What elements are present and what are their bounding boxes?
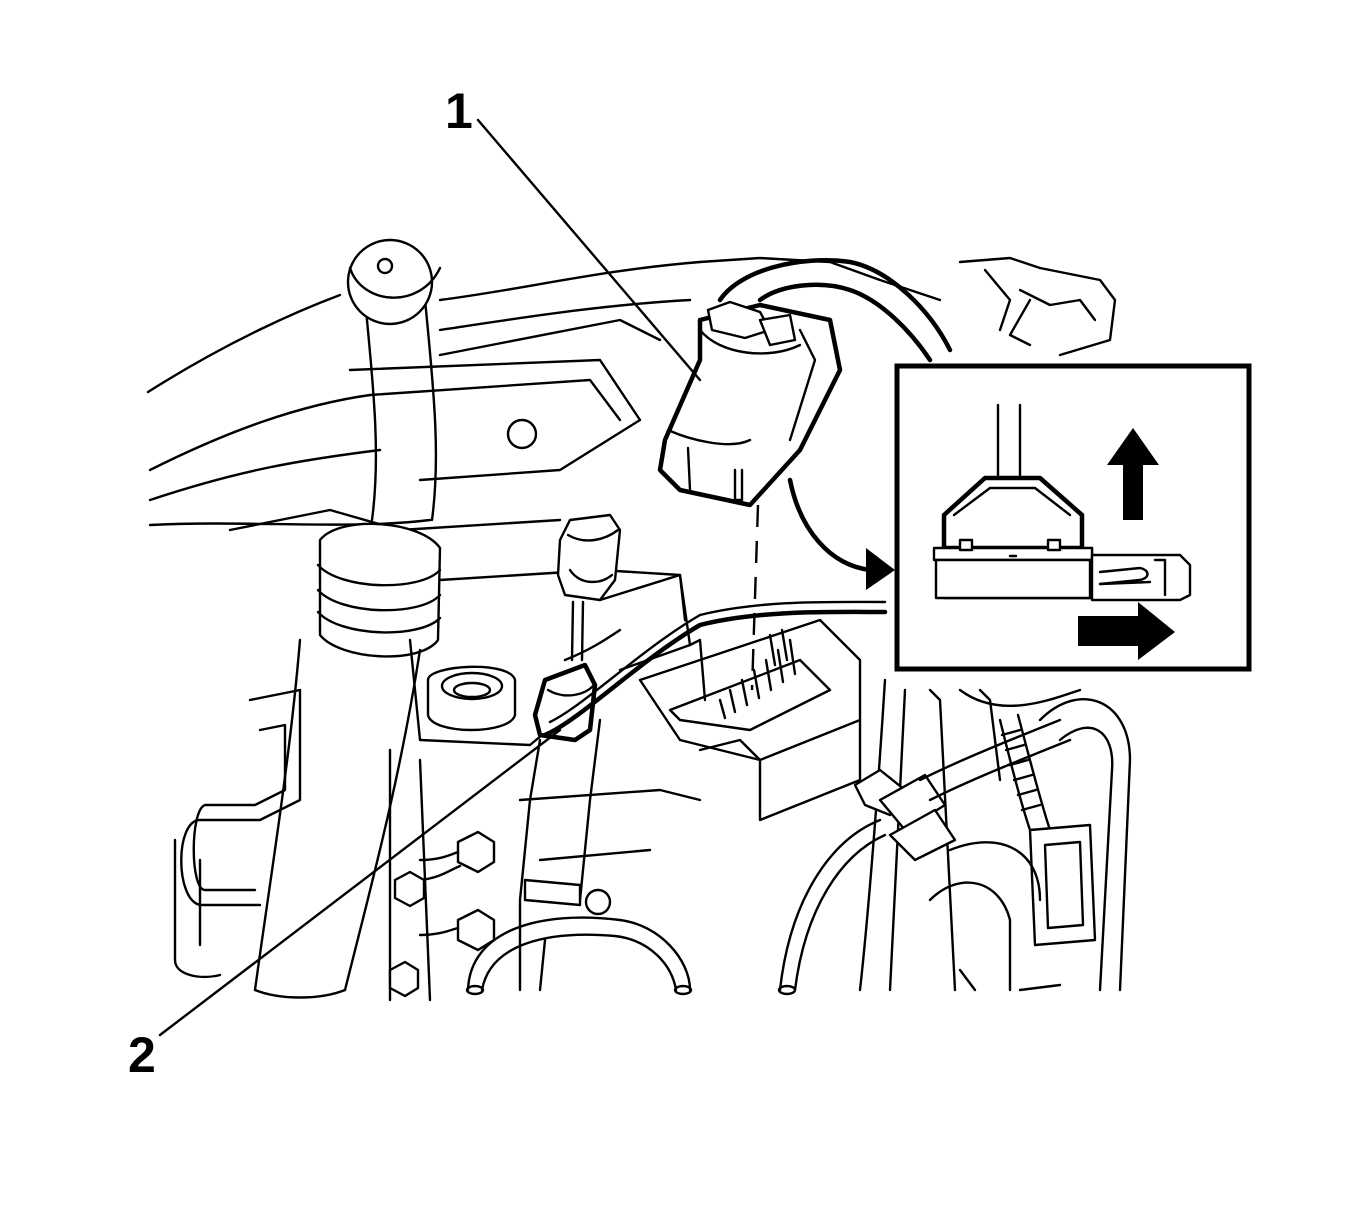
connector-1-housing bbox=[657, 258, 953, 508]
right-harness bbox=[777, 678, 1132, 996]
connector-pins bbox=[718, 628, 797, 720]
callout-2-label: 2 bbox=[128, 1027, 156, 1083]
coolant-hose bbox=[253, 238, 442, 999]
left-bracket bbox=[173, 688, 302, 979]
connector-block bbox=[598, 573, 862, 822]
engine-components bbox=[388, 568, 702, 1002]
leader-line-2 bbox=[158, 728, 562, 1037]
inset-detail bbox=[894, 363, 1252, 672]
alignment-line bbox=[750, 504, 760, 691]
leader-line-1 bbox=[476, 118, 702, 382]
curved-arrow bbox=[787, 477, 895, 590]
connector-2 bbox=[532, 513, 888, 743]
background-structure bbox=[146, 256, 1117, 532]
callout-1-label: 1 bbox=[445, 83, 473, 139]
